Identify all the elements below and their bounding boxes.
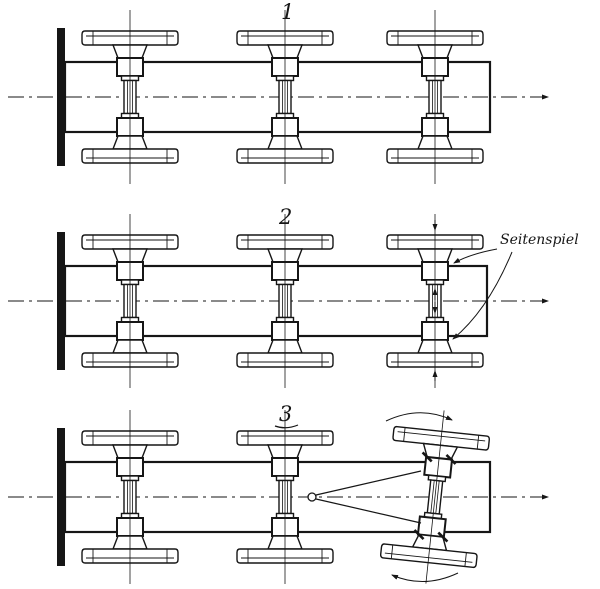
radius-arm-bottom: [315, 498, 422, 524]
diagram-3-label-underline: [274, 424, 299, 429]
rotation-arrow-bottom: [391, 572, 459, 583]
seitenspiel-label: Seitenspiel: [500, 232, 579, 248]
radius-arm-top: [315, 470, 422, 496]
seitenspiel-leader-top: [453, 248, 498, 264]
diagram-3: 3: [8, 402, 549, 589]
pivot-circle: [307, 492, 317, 502]
seitenspiel-leader-bottom: [452, 251, 513, 340]
wheelset-3: [386, 213, 484, 389]
diagram-1-label: 1: [281, 0, 294, 24]
rotation-arrow-top: [385, 412, 453, 422]
wheelset-3: [386, 9, 484, 185]
diagram-2: Seitenspiel 2: [8, 205, 579, 389]
diagram-3-label: 3: [279, 402, 292, 426]
diagram-1: 1: [8, 0, 549, 185]
diagram-2-label: 2: [278, 205, 292, 229]
axle-box-ticks: [413, 451, 457, 543]
